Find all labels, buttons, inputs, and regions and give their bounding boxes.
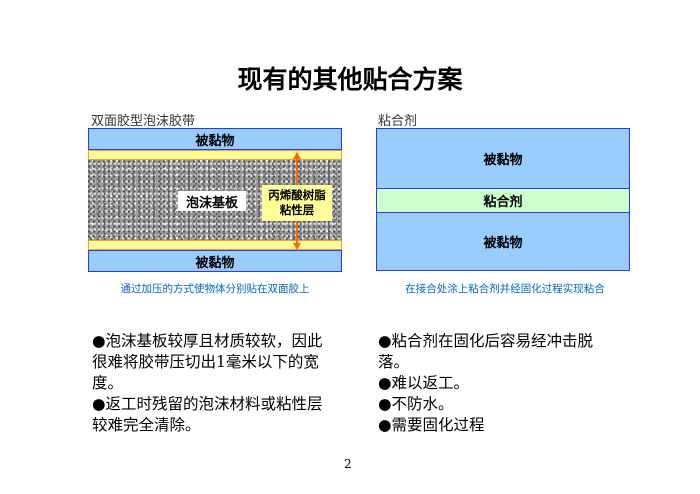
substrate-label: 被黏物	[195, 255, 235, 271]
substrate-label: 被黏物	[483, 153, 523, 168]
adhesive-layer-bottom	[88, 240, 342, 250]
acrylic-adhesive-label: 丙烯酸树脂 粘性层	[262, 185, 332, 221]
bullet-item: ●泡沫基板较厚且材质较软，因此很难将胶带压切出1毫米以下的宽度。	[92, 332, 323, 392]
glue-layer: 粘合剂	[376, 188, 630, 213]
bullet-item: ●返工时残留的泡沫材料或粘性层较难完全清除。	[92, 395, 323, 434]
glue-layer-label: 粘合剂	[483, 195, 523, 210]
glue-label: 粘合剂	[378, 114, 418, 129]
bullet-item: ●不防水。	[378, 395, 454, 413]
slide-title: 现有的其他贴合方案	[237, 65, 463, 94]
foam-tape-label: 双面胶型泡沫胶带	[91, 114, 196, 129]
substrate-top-right: 被黏物	[376, 128, 630, 189]
label-line: 丙烯酸树脂	[268, 188, 326, 202]
label-line: 粘性层	[279, 203, 315, 217]
foam-label: 泡沫基板	[178, 191, 246, 211]
right-bullets: ●粘合剂在固化后容易经冲击脱落。 ●难以返工。 ●不防水。 ●需要固化过程	[378, 331, 623, 436]
bullet-item: ●粘合剂在固化后容易经冲击脱落。	[378, 332, 594, 371]
bullet-item: ●需要固化过程	[378, 416, 485, 434]
substrate-top-left: 被黏物	[88, 128, 342, 150]
substrate-label: 被黏物	[483, 236, 523, 251]
right-caption: 在接合处涂上粘合剂并经固化过程实现粘合	[405, 283, 605, 295]
substrate-label: 被黏物	[195, 133, 235, 149]
bullet-item: ●难以返工。	[378, 374, 470, 392]
left-caption: 通过加压的方式使物体分别贴在双面胶上	[120, 283, 310, 295]
substrate-bottom-left: 被黏物	[88, 250, 342, 272]
left-bullets: ●泡沫基板较厚且材质较软，因此很难将胶带压切出1毫米以下的宽度。 ●返工时残留的…	[92, 331, 337, 436]
adhesive-layer-top	[88, 150, 342, 160]
substrate-bottom-right: 被黏物	[376, 212, 630, 271]
page-number: 2	[344, 457, 352, 471]
